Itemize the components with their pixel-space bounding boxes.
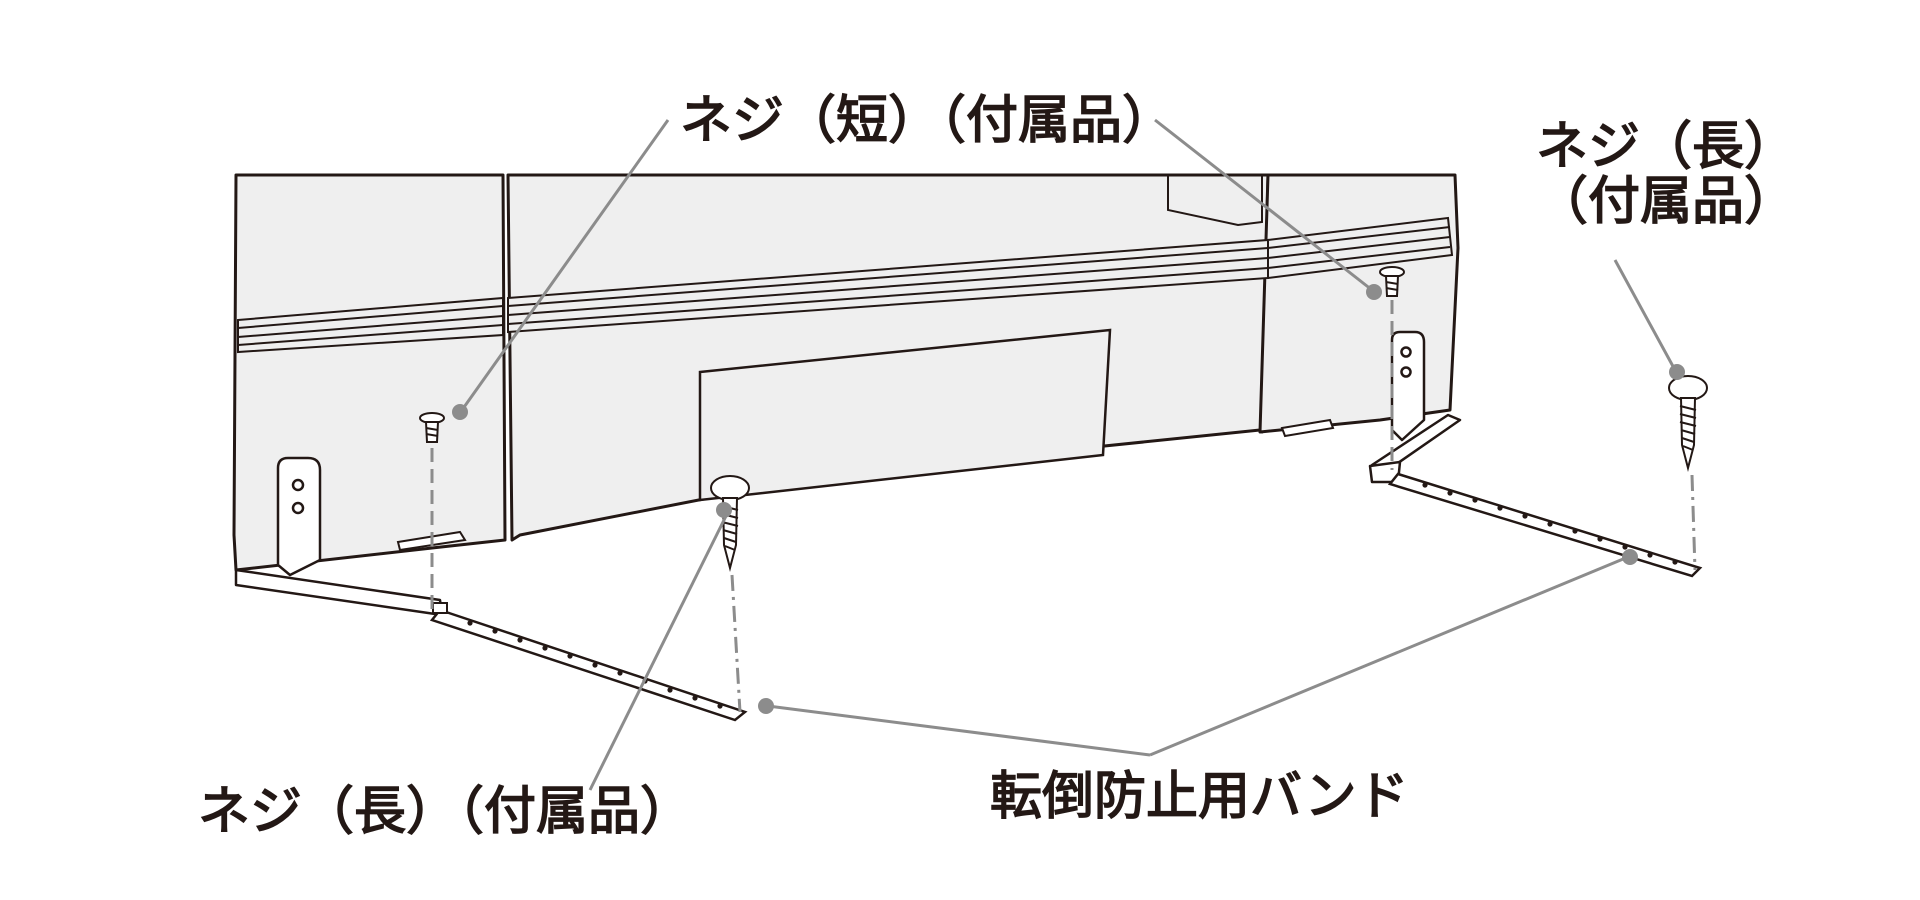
callout-screw-short: ネジ（短）（付属品） <box>680 91 1175 151</box>
callout-anti-tip-band: 転倒防止用バンド <box>990 767 1409 827</box>
left-band <box>429 602 748 722</box>
tv-left-panel <box>232 173 507 572</box>
callout-screw-long-front: ネジ（長）（付属品） <box>198 782 693 842</box>
screw-long-front-icon <box>710 475 750 572</box>
screw-short-left-icon <box>419 412 445 443</box>
callout-screw-long-right: ネジ（長） （付属品） <box>1536 120 1796 229</box>
leader-lines <box>460 118 1677 791</box>
tv-rail <box>237 216 1454 354</box>
callout-screw-long-right-line2: （付属品） <box>1536 171 1797 232</box>
right-bracket <box>1368 330 1462 484</box>
tv-top-vent <box>1167 175 1263 227</box>
tv-access-panel <box>698 328 1112 502</box>
leader-dots <box>452 284 1685 714</box>
screw-short-right-icon <box>1379 266 1405 297</box>
right-band <box>1387 472 1703 578</box>
screw-long-right-icon <box>1668 375 1708 472</box>
tv-right-panel <box>1258 173 1460 434</box>
assembly-guide-lines <box>430 300 1697 713</box>
tv-slot-right <box>1280 418 1335 438</box>
callout-screw-long-right-line1: ネジ（長） <box>1536 117 1797 177</box>
